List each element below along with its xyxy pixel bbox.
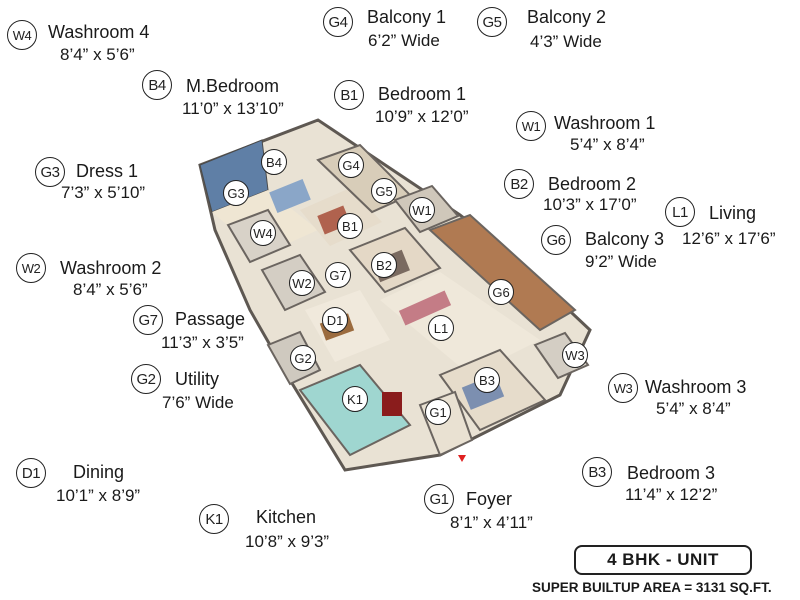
legend-badge-b1: B1 [334, 80, 364, 110]
plan-pin-l1: L1 [428, 315, 454, 341]
plan-pin-g6: G6 [488, 279, 514, 305]
legend-name-w1: Washroom 1 [554, 113, 656, 133]
entry-arrow [458, 455, 466, 462]
legend-dim-d1: 10’1” x 8’9” [56, 486, 141, 505]
legend-name-k1: Kitchen [256, 507, 317, 527]
legend-badge-b4: B4 [142, 70, 172, 100]
legend-name-g5: Balcony 2 [527, 7, 607, 27]
legend-badge-g4: G4 [323, 7, 353, 37]
legend-badge-w3: W3 [608, 373, 638, 403]
plan-pin-k1: K1 [342, 386, 368, 412]
plan-pin-g2: G2 [290, 345, 316, 371]
legend-badge-g6: G6 [541, 225, 571, 255]
legend-dim-l1: 12’6” x 17’6” [682, 229, 776, 248]
legend-badge-g7: G7 [133, 305, 163, 335]
legend-dim-w2: 8’4” x 5’6” [73, 280, 148, 299]
legend-dim-w4: 8’4” x 5’6” [60, 45, 135, 64]
legend-badge-g5: G5 [477, 7, 507, 37]
fridge [382, 392, 402, 416]
legend-name-g2: Utility [175, 369, 219, 389]
legend-dim-b4: 11’0” x 13’10” [182, 99, 284, 118]
plan-pin-g1: G1 [425, 399, 451, 425]
plan-pin-w3: W3 [562, 342, 588, 368]
legend-name-w4: Washroom 4 [48, 22, 150, 42]
legend-name-w2: Washroom 2 [60, 258, 162, 278]
legend-badge-k1: K1 [199, 504, 229, 534]
legend-dim-g4: 6’2” Wide [368, 31, 440, 50]
legend-dim-g1: 8’1” x 4’11” [450, 513, 533, 532]
legend-name-g1: Foyer [466, 489, 513, 509]
legend-name-g6: Balcony 3 [585, 229, 665, 249]
legend-dim-w3: 5’4” x 8’4” [656, 399, 731, 418]
legend-dim-g7: 11’3” x 3’5” [161, 333, 244, 352]
legend-dim-b3: 11’4” x 12’2” [625, 485, 718, 504]
plan-pin-b1: B1 [337, 213, 363, 239]
legend-badge-d1: D1 [16, 458, 46, 488]
legend-name-b4: M.Bedroom [186, 76, 280, 96]
legend-dim-g2: 7’6” Wide [162, 393, 234, 412]
legend-name-b1: Bedroom 1 [378, 84, 467, 104]
super-builtup-area: SUPER BUILTUP AREA = 3131 SQ.FT. [532, 580, 772, 595]
legend-badge-w1: W1 [516, 111, 546, 141]
plan-pin-g5: G5 [371, 178, 397, 204]
plan-pin-g3: G3 [223, 180, 249, 206]
plan-pin-w1: W1 [409, 197, 435, 223]
legend-name-g7: Passage [175, 309, 246, 329]
legend-badge-g1: G1 [424, 484, 454, 514]
plan-pin-b4: B4 [261, 149, 287, 175]
plan-pin-g4: G4 [338, 152, 364, 178]
plan-pin-w2: W2 [289, 270, 315, 296]
legend-badge-g3: G3 [35, 157, 65, 187]
legend-dim-g3: 7’3” x 5’10” [61, 183, 146, 202]
legend-badge-b2: B2 [504, 169, 534, 199]
legend-badge-w2: W2 [16, 253, 46, 283]
legend-badge-g2: G2 [131, 364, 161, 394]
sofa [398, 290, 452, 326]
legend-name-d1: Dining [73, 462, 125, 482]
unit-type-label: 4 BHK - UNIT [574, 545, 752, 575]
plan-pin-g7: G7 [325, 262, 351, 288]
legend-name-l1: Living [709, 203, 757, 223]
plan-pin-b3: B3 [474, 367, 500, 393]
legend-dim-k1: 10’8” x 9’3” [245, 532, 330, 551]
legend-name-g3: Dress 1 [76, 161, 139, 181]
plan-pin-w4: W4 [250, 220, 276, 246]
legend-badge-b3: B3 [582, 457, 612, 487]
legend-dim-b1: 10’9” x 12’0” [375, 107, 469, 126]
plan-pin-b2: B2 [371, 252, 397, 278]
mbed-bed [269, 179, 311, 213]
legend-dim-g5: 4’3” Wide [530, 32, 602, 51]
legend-dim-w1: 5’4” x 8’4” [570, 135, 645, 154]
legend-dim-g6: 9’2” Wide [585, 252, 657, 271]
legend-name-g4: Balcony 1 [367, 7, 447, 27]
legend-name-b2: Bedroom 2 [548, 174, 637, 194]
legend-name-w3: Washroom 3 [645, 377, 747, 397]
legend-name-b3: Bedroom 3 [627, 463, 716, 483]
legend-badge-w4: W4 [7, 20, 37, 50]
plan-pin-d1: D1 [322, 307, 348, 333]
legend-badge-l1: L1 [665, 197, 695, 227]
legend-dim-b2: 10’3” x 17’0” [543, 195, 637, 214]
